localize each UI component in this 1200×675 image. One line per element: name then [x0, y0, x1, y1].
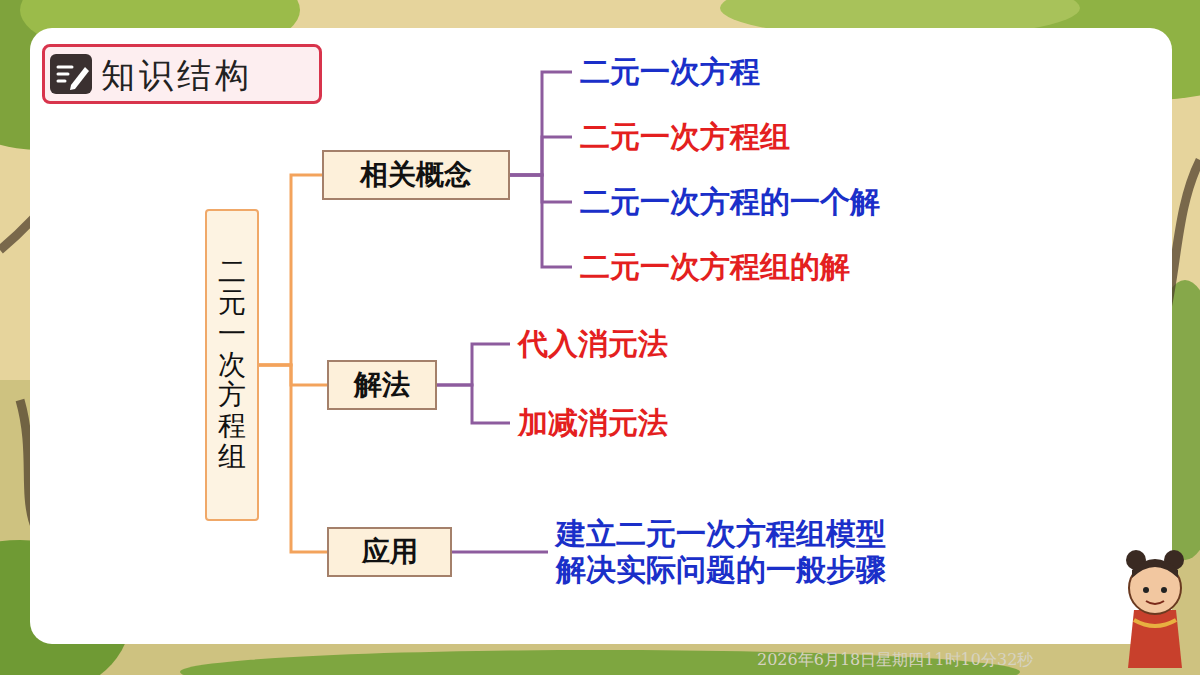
leaf-item: 二元一次方程组	[580, 119, 790, 155]
category-box: 解法	[327, 360, 437, 410]
character-hair	[1132, 559, 1178, 578]
icon-square	[50, 54, 92, 94]
leaf-text: 代入消元法	[518, 326, 668, 362]
tree-connector	[437, 344, 510, 385]
leaf-item: 二元一次方程的一个解	[580, 184, 880, 220]
timestamp-watermark: 2026年6月18日星期四11时10分32秒	[757, 650, 1033, 671]
title-badge: 知识结构	[42, 44, 322, 104]
tree-connector	[510, 72, 572, 175]
character-body	[1128, 610, 1182, 668]
category-label: 解法	[354, 366, 410, 404]
tree-connector	[510, 175, 572, 267]
character-sash	[1134, 620, 1176, 626]
tree-connector	[510, 137, 572, 175]
character-eye	[1161, 587, 1167, 593]
leaf-text: 二元一次方程组的解	[580, 249, 850, 285]
leaf-text: 加减消元法	[518, 405, 668, 441]
cartoon-character	[1126, 550, 1184, 668]
leaf-text: 二元一次方程的一个解	[580, 184, 880, 220]
title-text: 知识结构	[101, 53, 253, 99]
tree-connector	[259, 365, 327, 552]
leaf-text: 二元一次方程	[580, 54, 760, 90]
leaf-item: 代入消元法	[518, 326, 668, 362]
leaf-item: 二元一次方程组的解	[580, 249, 850, 285]
tree-connector	[437, 385, 510, 423]
root-box: 二元一次方程组	[205, 209, 259, 521]
category-label: 相关概念	[360, 156, 472, 194]
leaf-item: 建立二元一次方程组模型解决实际问题的一般步骤	[556, 516, 908, 588]
leaf-text: 建立二元一次方程组模型解决实际问题的一般步骤	[556, 516, 908, 588]
icon-lines	[58, 67, 72, 81]
tree-connector	[259, 365, 327, 385]
category-box: 应用	[327, 527, 452, 577]
leaf-text: 二元一次方程组	[580, 119, 790, 155]
tree-connector	[452, 551, 548, 554]
note-icon	[49, 53, 93, 95]
tree-connector	[259, 175, 322, 365]
leaf-item: 加减消元法	[518, 405, 668, 441]
character-eye	[1143, 587, 1149, 593]
character-mouth	[1146, 601, 1164, 604]
leaf-item: 二元一次方程	[580, 54, 760, 90]
vertical-title: 二元一次方程组	[218, 257, 246, 473]
icon-pencil	[70, 67, 89, 90]
category-label: 应用	[362, 533, 418, 571]
category-box: 相关概念	[322, 150, 510, 200]
white-panel	[30, 28, 1172, 644]
